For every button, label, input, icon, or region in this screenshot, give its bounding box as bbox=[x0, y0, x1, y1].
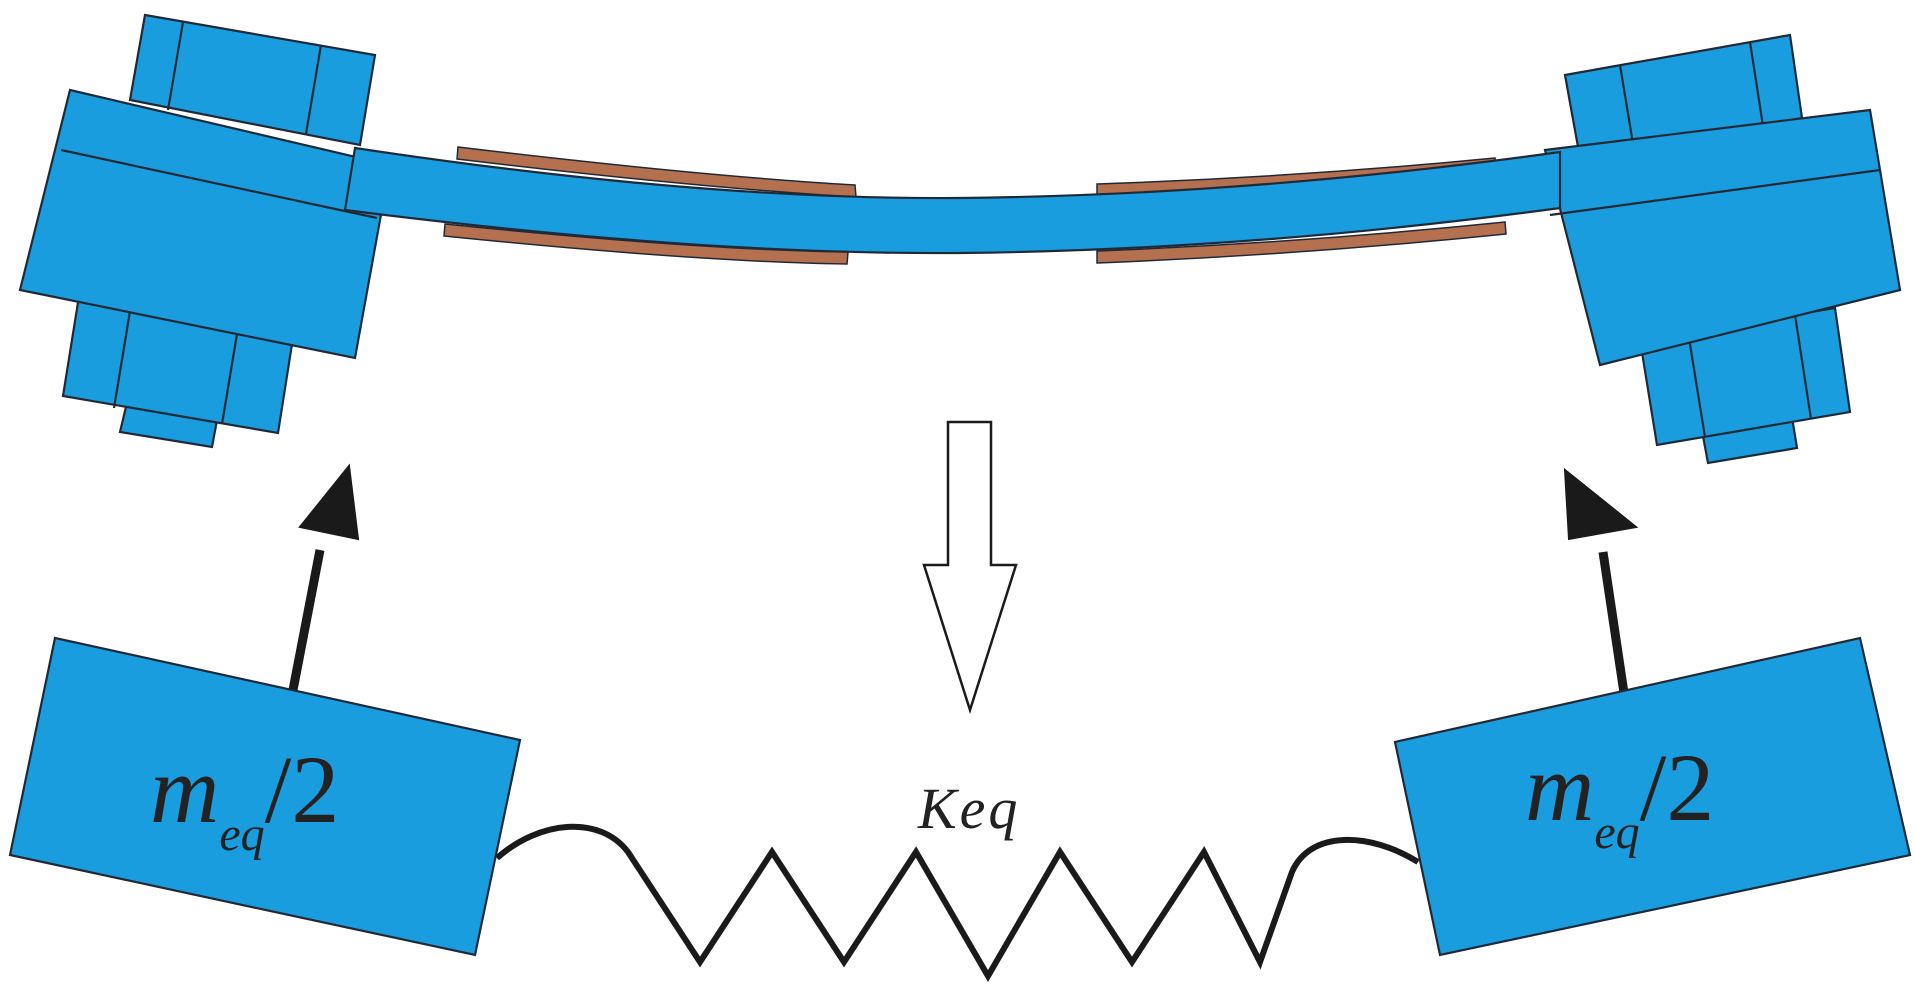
left-mass-subscript: eq bbox=[219, 808, 264, 861]
left-mass-symbol: m bbox=[150, 736, 219, 843]
right-mass-fraction: /2 bbox=[1640, 734, 1715, 841]
flexible-beam bbox=[343, 146, 1562, 255]
left-clamp-block bbox=[18, 88, 392, 360]
left-arrowhead-icon bbox=[298, 463, 360, 541]
right-arrowhead-icon bbox=[1563, 467, 1639, 541]
right-reaction-arrow bbox=[1563, 467, 1639, 694]
left-clamp-top-nut bbox=[128, 13, 377, 147]
right-clamp bbox=[1543, 33, 1902, 465]
stiffness-label: Keq bbox=[917, 776, 1020, 841]
piezo-patch-bottom-right bbox=[1096, 221, 1507, 264]
right-mass-label: meq/2 bbox=[1525, 734, 1714, 859]
load-direction-hollow-arrow-icon bbox=[922, 420, 1018, 715]
beam-assembly bbox=[343, 146, 1562, 265]
left-mass-fraction: /2 bbox=[265, 736, 340, 843]
left-mass-block bbox=[8, 636, 522, 957]
left-clamp bbox=[18, 13, 392, 449]
right-equivalent-mass: meq/2 bbox=[1393, 636, 1912, 957]
right-mass-symbol: m bbox=[1525, 734, 1594, 841]
right-mass-subscript: eq bbox=[1594, 806, 1639, 859]
right-clamp-block bbox=[1543, 108, 1902, 367]
right-mass-block bbox=[1393, 636, 1912, 957]
left-equivalent-mass: meq/2 bbox=[8, 636, 522, 957]
equivalent-spring bbox=[495, 823, 1420, 982]
left-reaction-arrow bbox=[288, 463, 360, 691]
left-mass-label: meq/2 bbox=[150, 736, 339, 861]
